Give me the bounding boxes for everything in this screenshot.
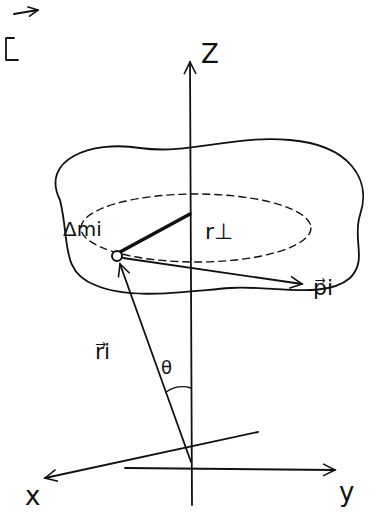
z-axis <box>190 62 192 505</box>
orbit-ellipse <box>81 194 311 262</box>
momentum-label: p⃗i <box>312 276 334 300</box>
r-perp-line <box>120 214 190 252</box>
axis-label: y <box>338 478 355 507</box>
mass-label: Δmi <box>62 218 103 240</box>
theta-arc <box>166 387 191 392</box>
mass-element <box>112 251 122 261</box>
position-vector <box>120 264 191 462</box>
axis-label: x <box>24 482 41 511</box>
angle-label: θ <box>160 358 173 378</box>
partial-bracket <box>6 38 18 60</box>
momentum-vector <box>123 258 302 284</box>
x-axis <box>45 432 258 478</box>
axis-label: Z <box>200 40 220 69</box>
rigid-body-outline <box>55 139 363 294</box>
radius-label: r⊥ <box>204 220 234 244</box>
position-label: r⃗i <box>94 340 111 364</box>
partial-arrow <box>14 10 38 14</box>
y-axis <box>125 468 335 470</box>
